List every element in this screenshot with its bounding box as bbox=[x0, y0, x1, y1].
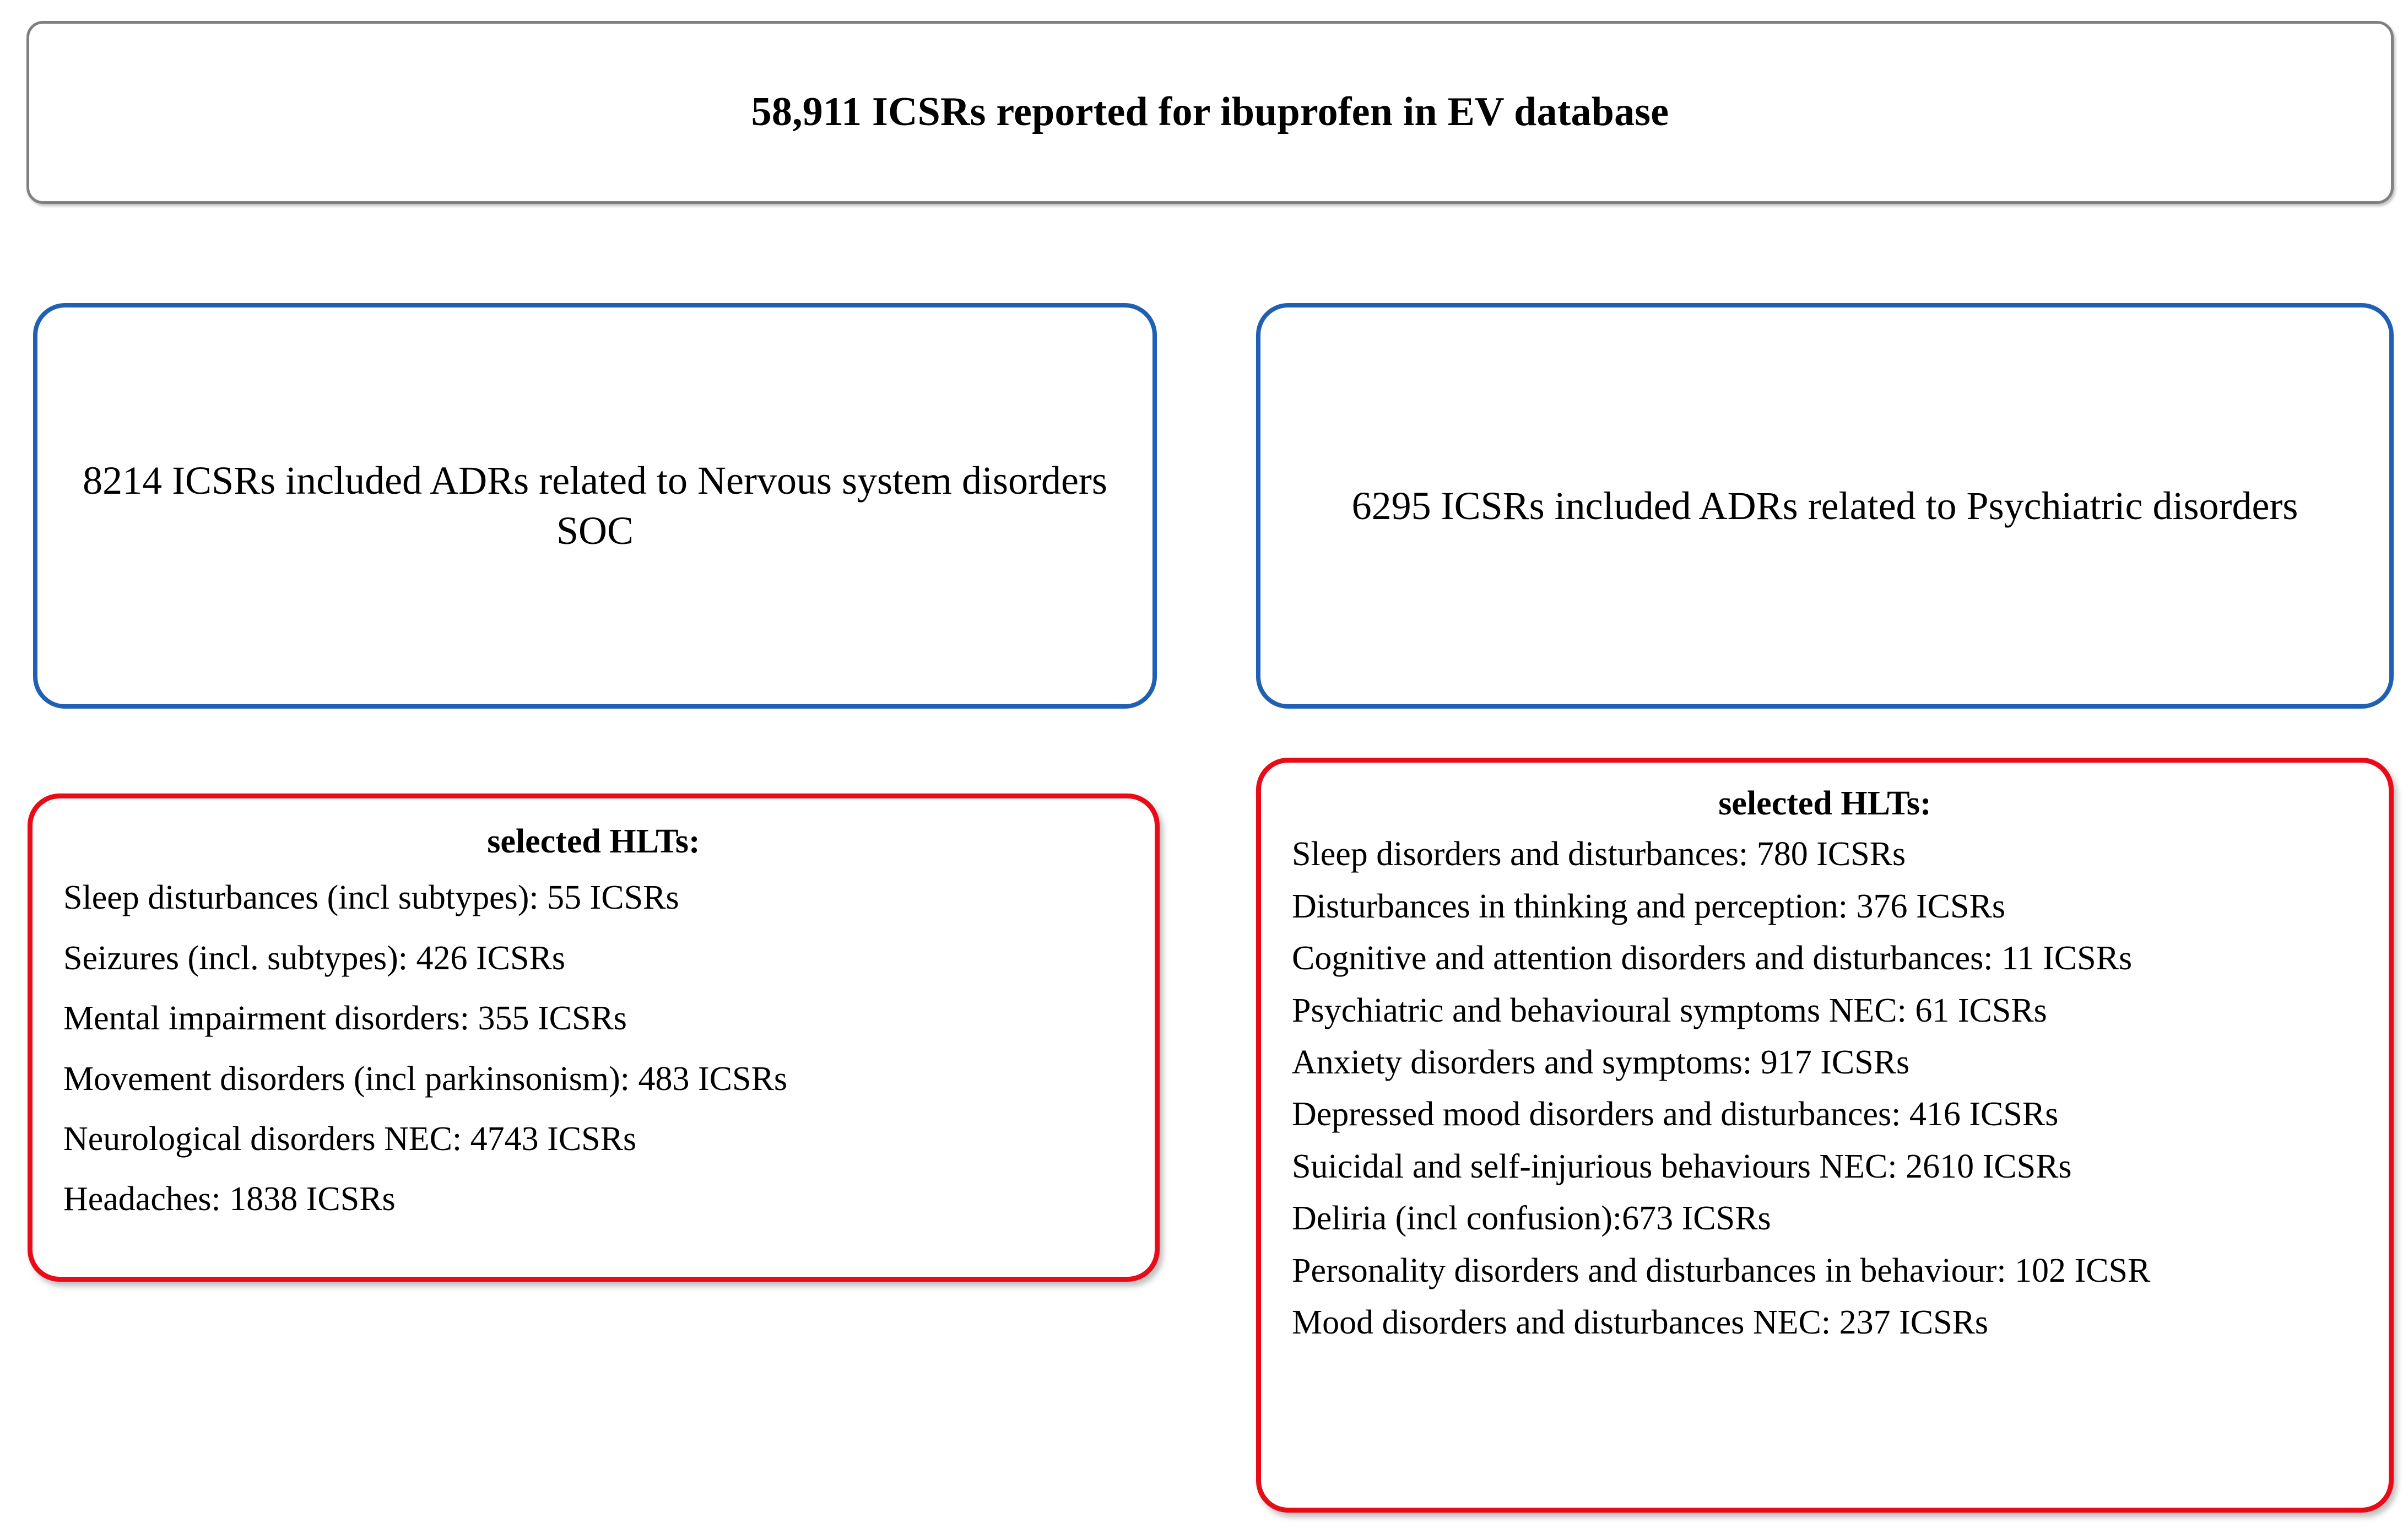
soc-box-psychiatric-text: 6295 ICSRs included ADRs related to Psyc… bbox=[1351, 483, 2298, 528]
list-item: Deliria (incl confusion):673 ICSRs bbox=[1292, 1200, 1771, 1238]
list-item: Anxiety disorders and symptoms: 917 ICSR… bbox=[1292, 1043, 1910, 1081]
list-item: Headaches: 1838 ICSRs bbox=[63, 1180, 396, 1218]
soc-box-nervous-system: 8214 ICSRs included ADRs related to Nerv… bbox=[33, 303, 1157, 709]
list-item: Seizures (incl. subtypes): 426 ICSRs bbox=[63, 939, 565, 977]
list-item: Sleep disorders and disturbances: 780 IC… bbox=[1292, 835, 1906, 873]
hlt-heading-psychiatric: selected HLTs: bbox=[1718, 785, 1931, 822]
list-item: Mood disorders and disturbances NEC: 237… bbox=[1292, 1304, 1989, 1342]
list-item: Disturbances in thinking and perception:… bbox=[1292, 887, 2005, 925]
list-item: Depressed mood disorders and disturbance… bbox=[1292, 1095, 2059, 1133]
hlt-heading-nervous-system: selected HLTs: bbox=[487, 823, 700, 860]
list-item: Movement disorders (incl parkinsonism): … bbox=[63, 1060, 787, 1098]
soc-box-nervous-system-text: 8214 ICSRs included ADRs related to Nerv… bbox=[83, 458, 1107, 553]
list-item: Personality disorders and disturbances i… bbox=[1292, 1251, 2151, 1289]
list-item: Neurological disorders NEC: 4743 ICSRs bbox=[63, 1120, 637, 1158]
hlt-list-nervous-system: Sleep disturbances (incl subtypes): 55 I… bbox=[63, 879, 1124, 1219]
hlt-list-psychiatric: Sleep disorders and disturbances: 780 IC… bbox=[1292, 835, 2358, 1342]
hlt-box-psychiatric: selected HLTs: Sleep disorders and distu… bbox=[1256, 758, 2394, 1513]
hlt-box-nervous-system: selected HLTs: Sleep disturbances (incl … bbox=[28, 794, 1160, 1282]
total-icsrs-box: 58,911 ICSRs reported for ibuprofen in E… bbox=[26, 21, 2394, 204]
list-item: Suicidal and self-injurious behaviours N… bbox=[1292, 1147, 2072, 1185]
soc-box-psychiatric: 6295 ICSRs included ADRs related to Psyc… bbox=[1256, 303, 2394, 709]
list-item: Psychiatric and behavioural symptoms NEC… bbox=[1292, 991, 2047, 1029]
list-item: Cognitive and attention disorders and di… bbox=[1292, 940, 2133, 978]
list-item: Mental impairment disorders: 355 ICSRs bbox=[63, 1000, 627, 1038]
total-icsrs-title: 58,911 ICSRs reported for ibuprofen in E… bbox=[751, 89, 1669, 135]
list-item: Sleep disturbances (incl subtypes): 55 I… bbox=[63, 879, 679, 917]
